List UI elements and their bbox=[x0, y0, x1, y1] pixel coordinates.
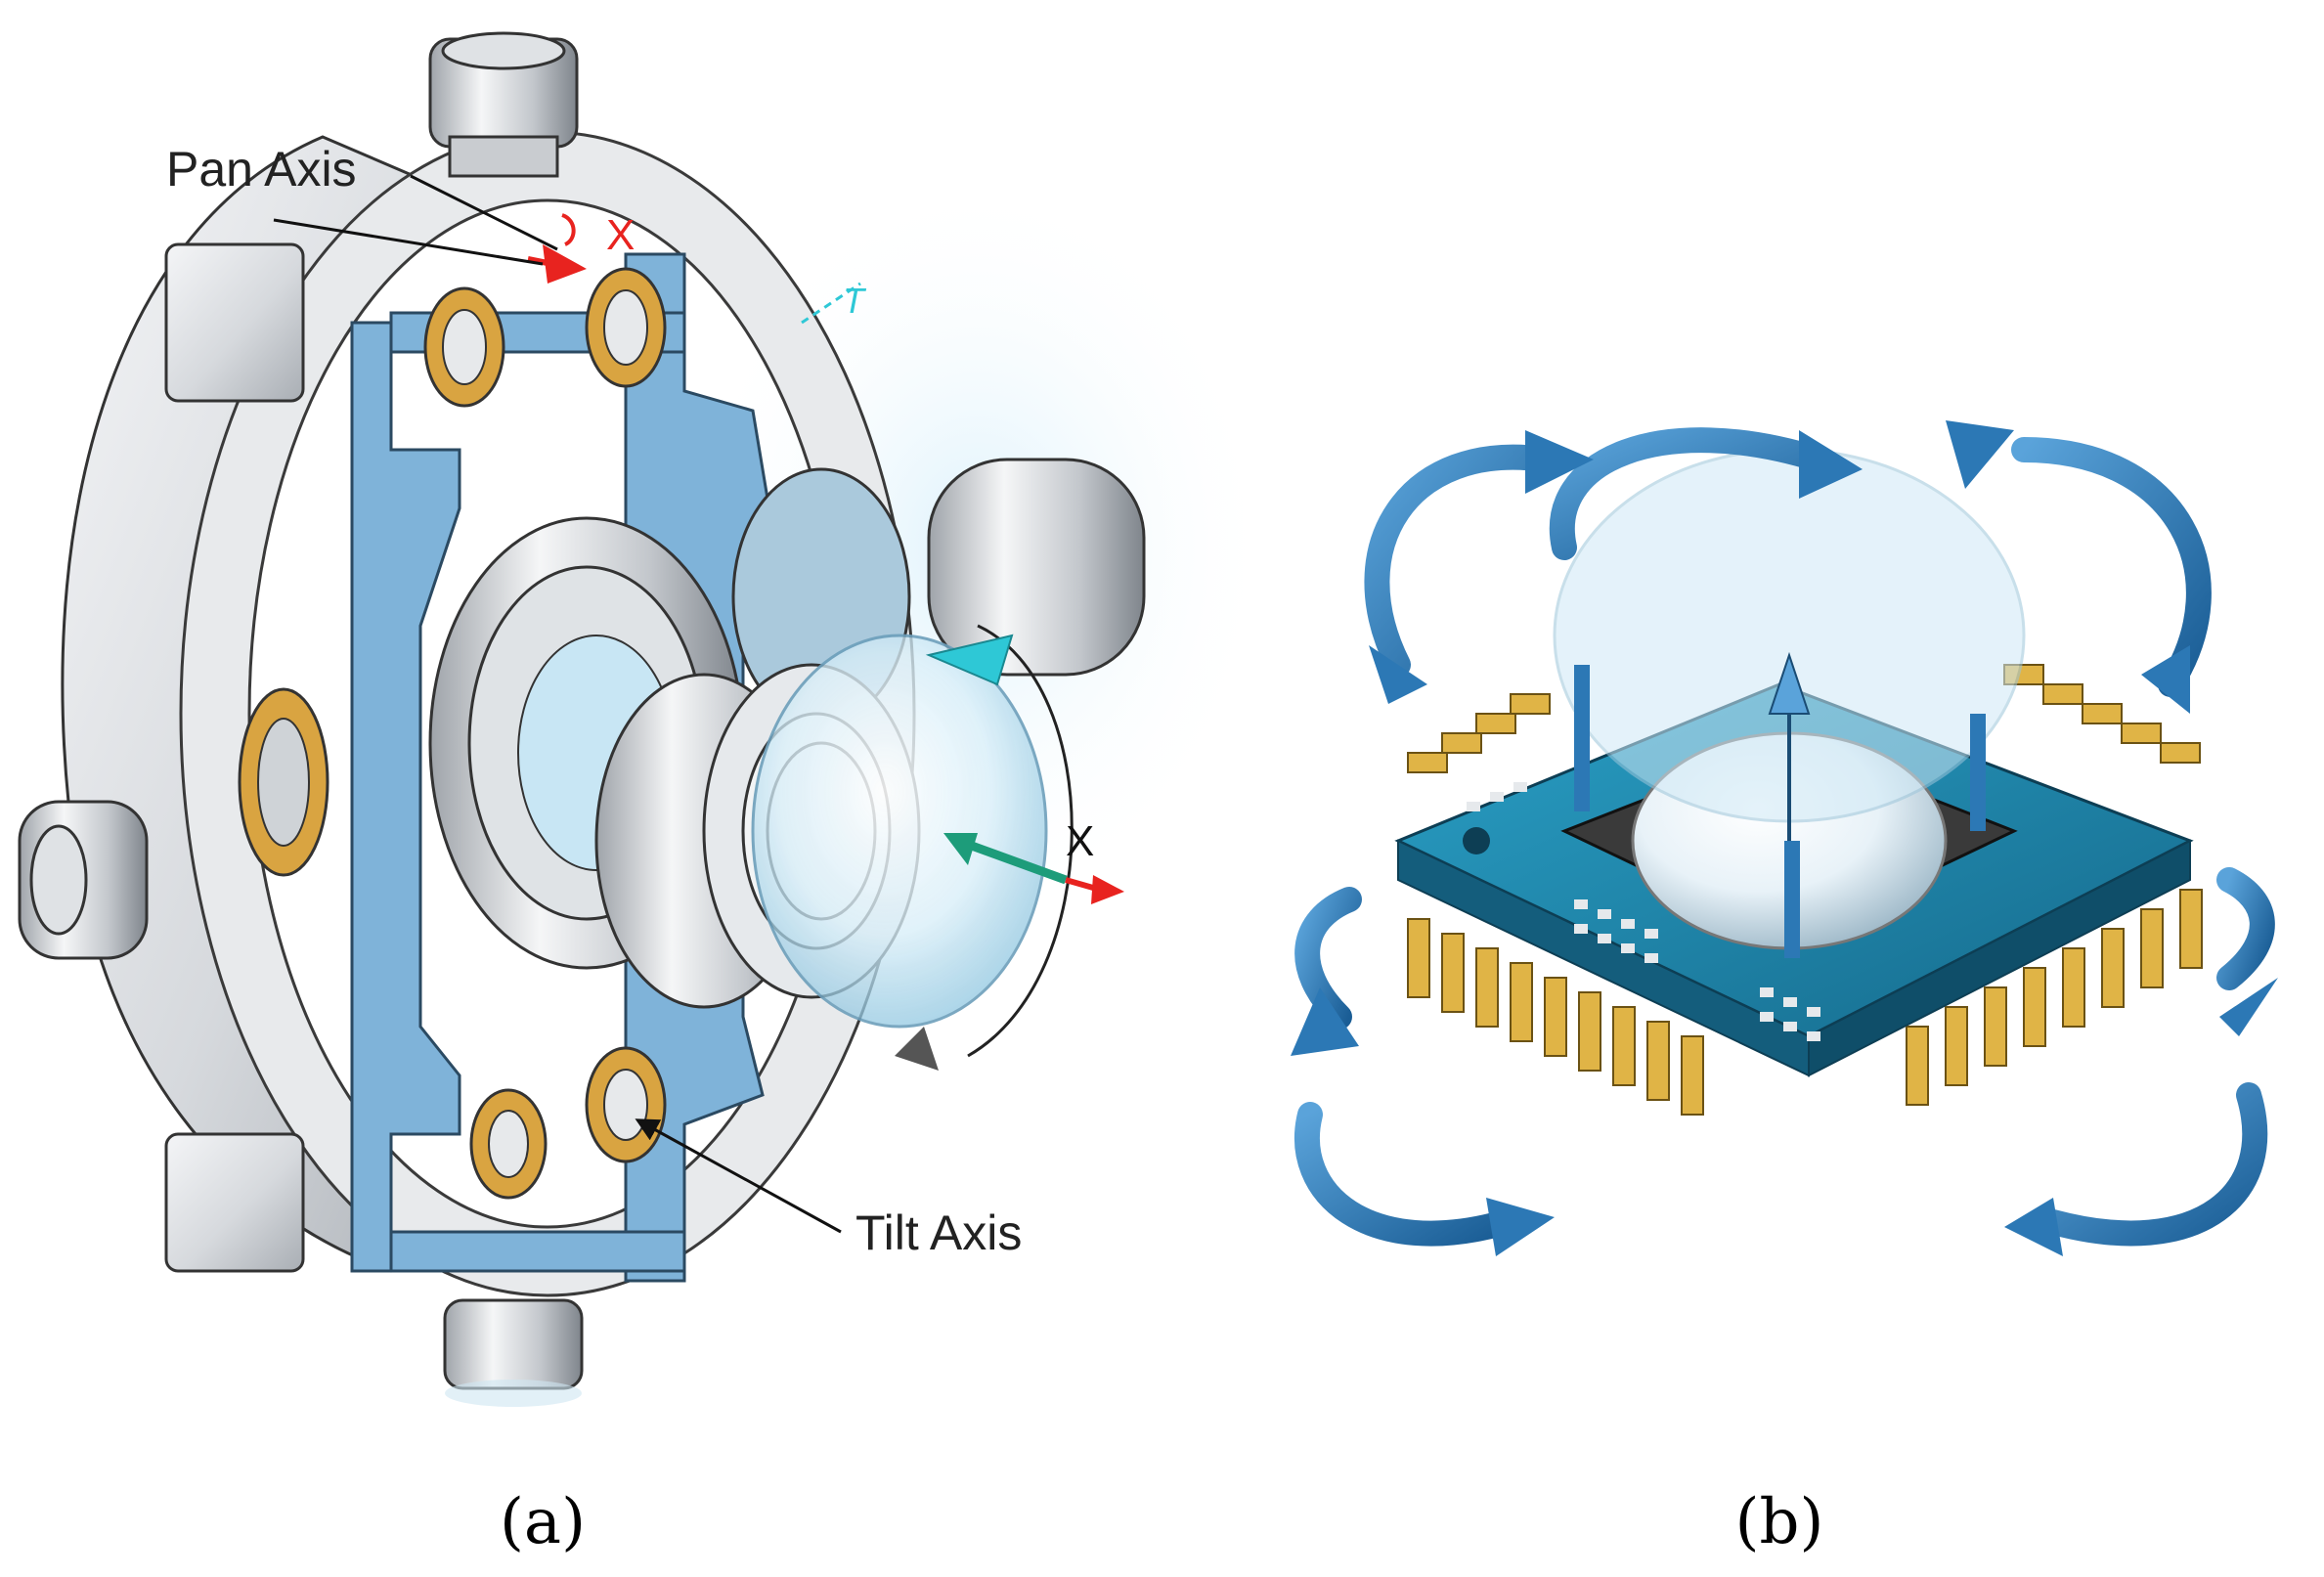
rotation-arrow bbox=[1550, 427, 1831, 560]
tilt-axis-label: Tilt Axis bbox=[855, 1205, 1022, 1260]
rotation-arrow bbox=[1294, 1102, 1518, 1247]
caption-a: (a) bbox=[500, 1486, 586, 1558]
rotation-arrow bbox=[1294, 887, 1362, 1029]
rotation-arrow-head bbox=[1291, 987, 1359, 1056]
rotation-arrow-head bbox=[1946, 420, 2014, 489]
rotation-arrow bbox=[2040, 1082, 2268, 1247]
chip-pins-right bbox=[1906, 889, 2203, 1106]
chip-pins bbox=[1407, 918, 1704, 1116]
rotation-arrow bbox=[2216, 867, 2275, 990]
cyan-pointer bbox=[925, 634, 1014, 686]
x-axis-label-top: X bbox=[606, 211, 635, 259]
t-axis-label: T bbox=[843, 281, 867, 321]
panel-a-gimbal: Pan Axis Tilt Axis X X T (a) bbox=[18, 31, 1271, 1558]
x-axis-label-right: X bbox=[1066, 817, 1094, 865]
front-lens bbox=[751, 634, 1048, 1029]
actuator-post bbox=[1574, 665, 1590, 811]
actuator-post bbox=[1784, 841, 1800, 958]
rotation-arrow-head bbox=[1525, 430, 1594, 494]
rotation-arrows bbox=[1294, 427, 2275, 1247]
board-pad-grid bbox=[1467, 782, 1820, 1041]
rotation-arrow-head bbox=[2141, 645, 2190, 714]
pan-axis-leader bbox=[273, 218, 544, 266]
right-shaft bbox=[927, 458, 1146, 677]
green-axis-arrow bbox=[956, 836, 1068, 885]
bottom-nut bbox=[443, 1298, 584, 1390]
rotation-arrow bbox=[1364, 444, 1557, 678]
rotation-arrow-head bbox=[1369, 645, 1427, 704]
rotation-arrow-head bbox=[1799, 430, 1863, 499]
panel-b-mems-chip: (b) bbox=[1291, 420, 2278, 1558]
bearings bbox=[238, 267, 802, 1200]
blue-frame-bottom bbox=[389, 1230, 686, 1273]
caption-b: (b) bbox=[1735, 1486, 1824, 1558]
cyan-axis-line bbox=[801, 282, 861, 325]
actuator-post bbox=[1970, 714, 1986, 831]
rotation-arrow-head bbox=[1486, 1198, 1555, 1256]
rotation-arrow-head bbox=[2004, 1198, 2063, 1256]
mount-block-top-left bbox=[164, 242, 305, 403]
mount-block-bottom-left bbox=[164, 1132, 305, 1273]
pan-axis-label: Pan Axis bbox=[166, 142, 357, 197]
tilt-axis-leader bbox=[635, 1118, 842, 1234]
chip-pins-top bbox=[1407, 664, 2201, 773]
rotation-arrow-heads bbox=[1291, 420, 2278, 1256]
tilt-rotation-arc bbox=[967, 624, 1074, 1058]
rotation-arrow bbox=[2011, 437, 2212, 697]
rotation-arrow-head bbox=[2219, 978, 2278, 1036]
